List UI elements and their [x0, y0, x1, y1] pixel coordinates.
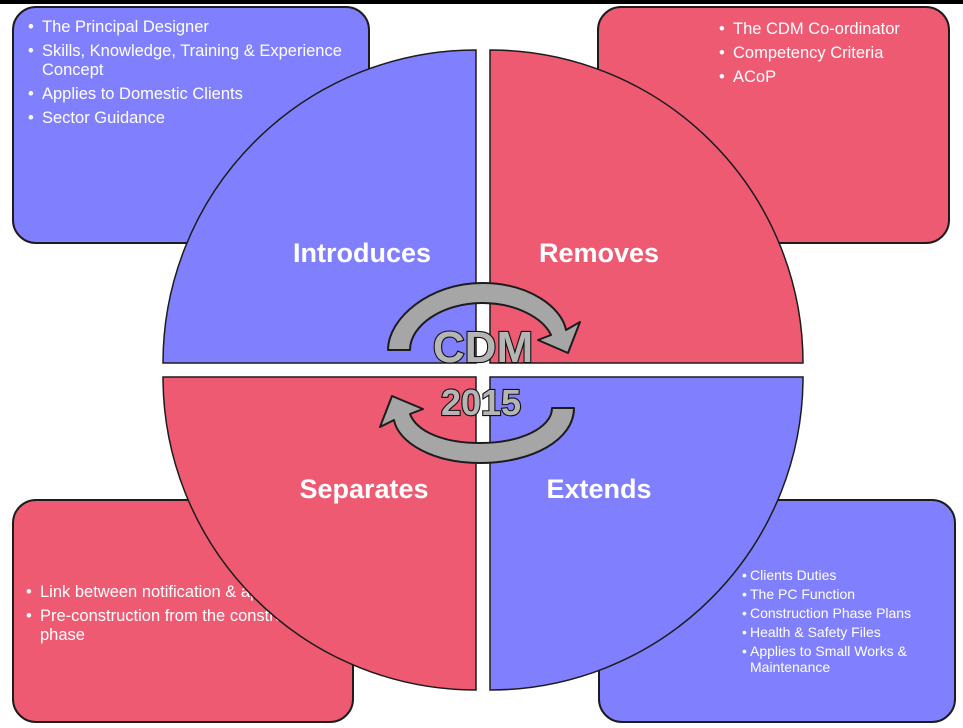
list-item: Competency Criteria [719, 44, 930, 63]
list-item: Applies to Small Works & Maintenance [742, 643, 948, 675]
extends-list: Clients Duties The PC Function Construct… [742, 567, 948, 675]
separates-label: Separates [299, 474, 428, 504]
list-item: The Principal Designer [28, 18, 354, 37]
list-item: The CDM Co-ordinator [719, 20, 930, 39]
center-title-year: 2015 [441, 382, 521, 423]
list-item: Health & Safety Files [742, 624, 948, 640]
introduces-quadrant [162, 49, 477, 364]
list-item: Skills, Knowledge, Training & Experience… [28, 42, 354, 80]
list-item: Clients Duties [742, 567, 948, 583]
top-border-line [0, 0, 963, 4]
list-item: Construction Phase Plans [742, 605, 948, 621]
separates-quadrant [162, 376, 477, 691]
extends-label: Extends [546, 474, 651, 504]
list-item: The PC Function [742, 586, 948, 602]
cycle-arrow-bottom-icon [379, 395, 575, 464]
removes-quadrant [489, 49, 804, 364]
list-item: Applies to Domestic Clients [28, 85, 354, 104]
introduces-label: Introduces [293, 238, 431, 268]
list-item: Pre-construction from the construction p… [26, 607, 340, 645]
removes-list: The CDM Co-ordinator Competency Criteria… [719, 20, 930, 87]
cycle-arrow-top-icon [387, 282, 581, 354]
removes-label: Removes [539, 238, 659, 268]
extends-quadrant [489, 376, 804, 691]
center-title-cdm: CDM [433, 323, 533, 372]
list-item: Sector Guidance [28, 109, 354, 128]
introduces-list: The Principal Designer Skills, Knowledge… [28, 18, 354, 128]
list-item: ACoP [719, 68, 930, 87]
